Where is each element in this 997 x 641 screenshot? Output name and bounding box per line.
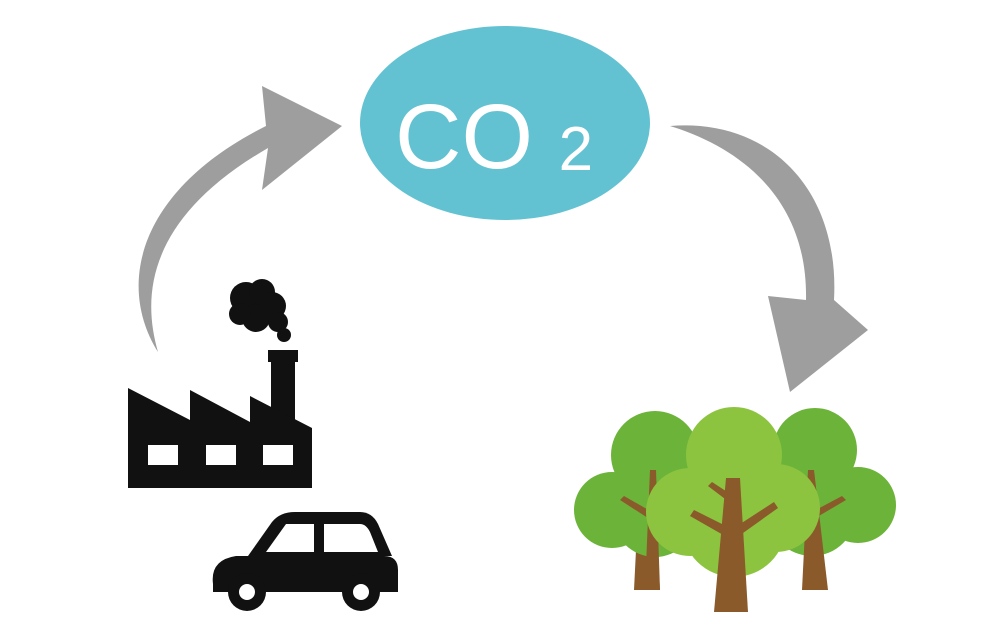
smoke-icon [229, 279, 291, 342]
tree-center-icon [646, 407, 820, 612]
car-icon [212, 512, 398, 611]
co2-bubble: CO 2 [360, 26, 650, 220]
trees-icon [574, 407, 896, 612]
co2-main-text: CO [395, 86, 533, 188]
arrow-from-co2-to-trees [670, 125, 868, 392]
factory-icon [128, 279, 312, 488]
arrow-from-factory-to-co2 [138, 86, 342, 352]
co2-label: CO 2 [395, 86, 593, 188]
co2-subscript-text: 2 [559, 115, 593, 184]
co2-ellipse [360, 26, 650, 220]
